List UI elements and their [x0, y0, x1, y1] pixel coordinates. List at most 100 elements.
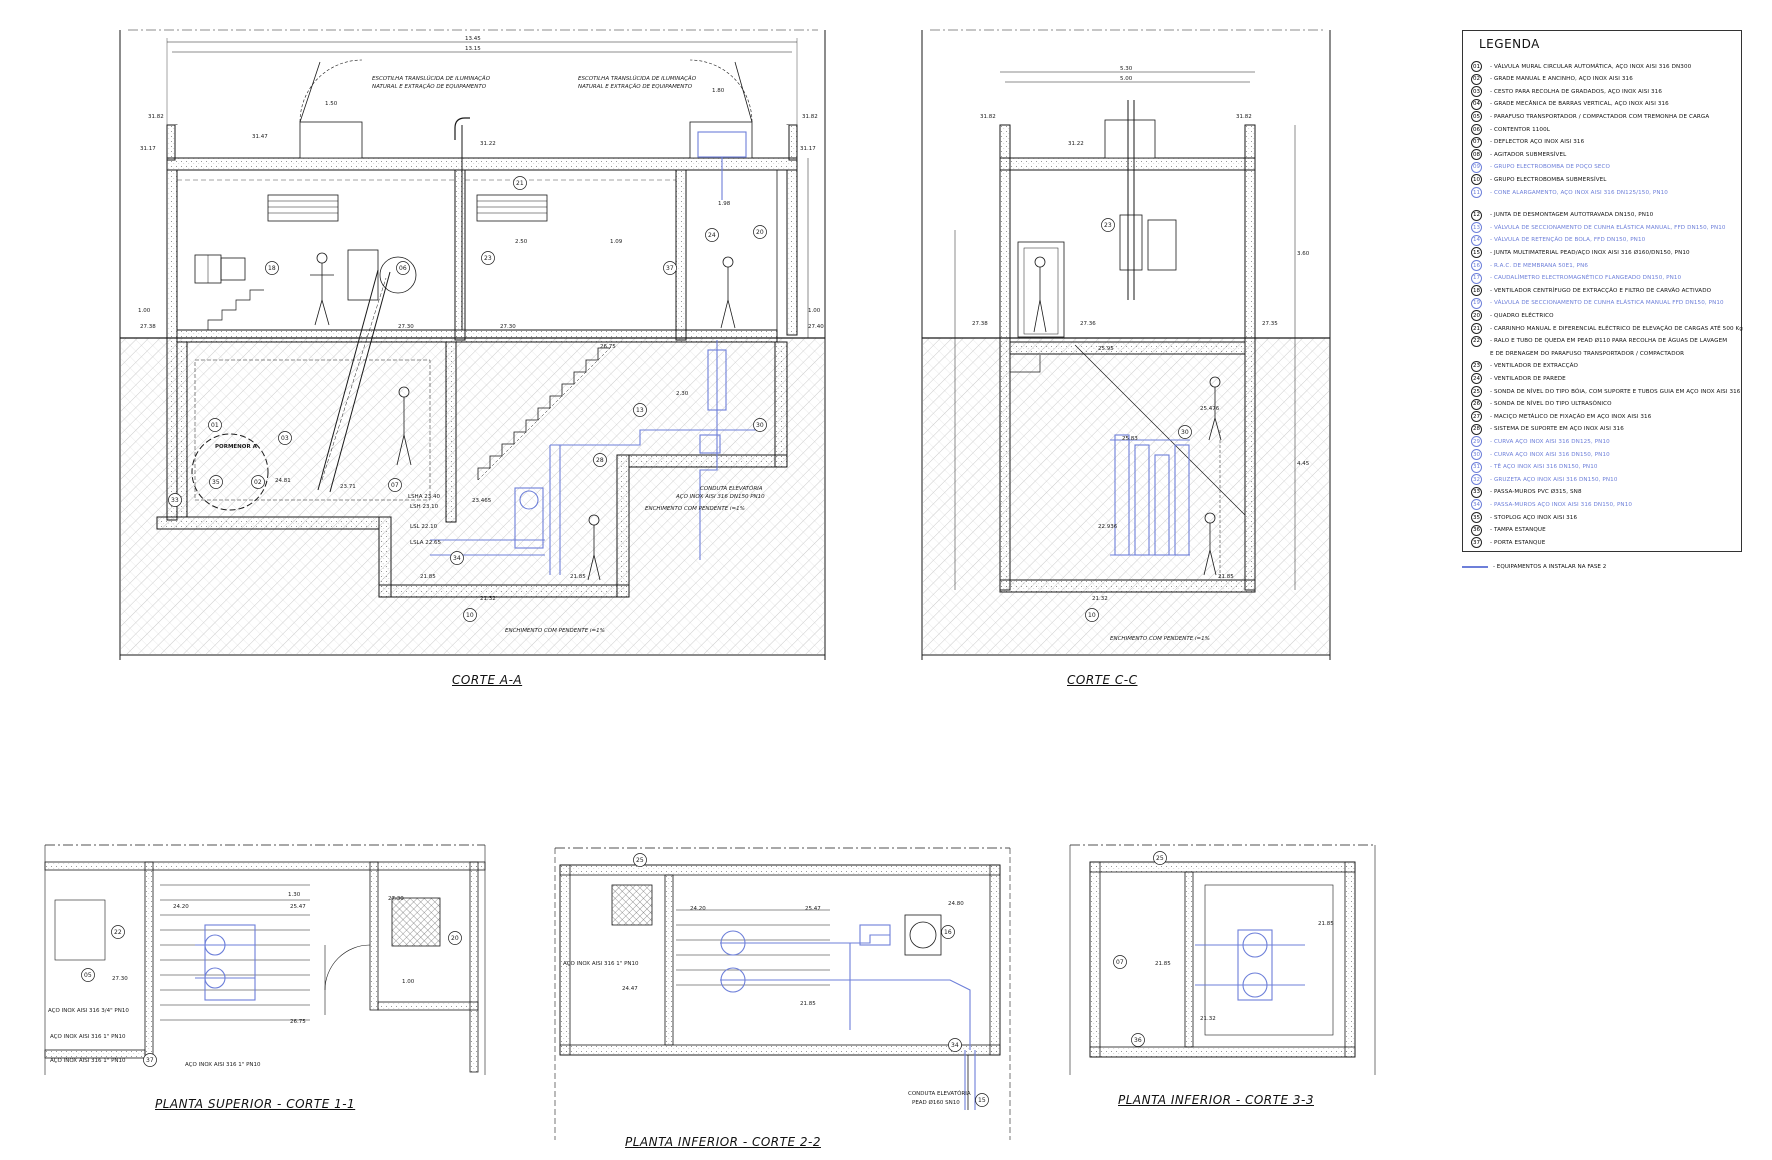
conduta-aa-1: CONDUTA ELEVATÓRIA	[700, 485, 763, 492]
legend-item-number: 30	[1471, 449, 1482, 460]
planta-superior-plan	[44, 844, 486, 1075]
svg-text:07: 07	[1116, 959, 1124, 966]
legend-item-number: 19	[1471, 297, 1482, 309]
svg-text:02: 02	[254, 479, 262, 486]
legend-item-02: 02- GRADE MANUAL E ANCINHO, AÇO INOX AIS…	[1471, 73, 1633, 85]
lvl-3182-a: 31.82	[148, 114, 164, 120]
svg-text:20: 20	[756, 229, 764, 236]
lvl-2371: 23.71	[340, 484, 356, 490]
legend-item-text: - CARRINHO MANUAL E DIFERENCIAL ELÉCTRIC…	[1490, 325, 1743, 332]
legend-item-text: - GRADE MECÂNICA DE BARRAS VERTICAL, AÇO…	[1490, 101, 1669, 108]
legend-item-text: - QUADRO ELÉCTRICO	[1490, 312, 1554, 319]
soil-hatch	[121, 338, 824, 654]
callout-37: 37	[663, 261, 677, 275]
phase2-note-text: - EQUIPAMENTOS A INSTALAR NA FASE 2	[1493, 564, 1607, 570]
enchimento-cc: ENCHIMENTO COM PENDENTE i=1%	[1110, 636, 1210, 642]
svg-text:23: 23	[484, 255, 492, 262]
lvl-2292: 22.936	[1098, 524, 1118, 530]
legend-item-number: 07	[1471, 136, 1482, 148]
planta-inferior-22-phase2	[720, 924, 976, 1110]
legend-item-text: - SONDA DE NÍVEL DO TIPO ULTRASÓNICO	[1490, 401, 1612, 408]
conduta-aa-2: AÇO INOX AISI 316 DN150 PN10	[675, 494, 765, 500]
aco-inox-34: AÇO INOX AISI 316 3/4" PN10	[48, 1008, 129, 1014]
legend-item-number: 09	[1471, 161, 1482, 173]
legend-item-16: 16- R.A.C. DE MEMBRANA 50E1, PN6	[1471, 260, 1588, 271]
lvl-2457-a: 25.47	[290, 904, 306, 910]
legend-item-number: 26	[1471, 398, 1482, 410]
enchimento-aa-1: ENCHIMENTO COM PENDENTE i=1%	[645, 506, 745, 512]
lvl-2675: 26.75	[600, 344, 616, 350]
legend-item-number: 04	[1471, 98, 1482, 110]
legend-item-number: 34	[1471, 499, 1482, 511]
legend-item-text: - CONE ALARGAMENTO, AÇO INOX AISI 316 DN…	[1490, 189, 1668, 196]
legend-item-35: 35- STOPLOG AÇO INOX AISI 316	[1471, 512, 1577, 523]
legend-item-text: - VENTILADOR DE EXTRACÇÃO	[1490, 363, 1578, 370]
lvl-2730-c: 27.30	[388, 896, 404, 902]
svg-text:13: 13	[636, 407, 644, 414]
callout-13-aa: 13	[633, 403, 647, 417]
legend-item-text: - PORTA ESTANQUE	[1490, 539, 1546, 546]
lsh-label: LSH 23.10	[410, 504, 439, 510]
callout-06: 06	[396, 261, 410, 275]
legend-box: LEGENDA 01- VÁLVULA MURAL CIRCULAR AUTOM…	[1462, 30, 1743, 552]
legend-item-text: - AGITADOR SUBMERSÍVEL	[1490, 151, 1567, 158]
legend-item-text: - GRUPO ELECTROBOMBA DE POÇO SECO	[1490, 164, 1611, 171]
legend-item-number: 28	[1471, 423, 1482, 435]
escotilha-note-3: ESCOTILHA TRANSLÚCIDA DE ILUMINAÇÃO	[578, 75, 697, 82]
lvl-2595: 25.95	[1098, 346, 1114, 352]
conduta-pead-2: PEAD Ø160 SN10	[912, 1099, 960, 1106]
lvl-2132-b: 21.32	[1092, 596, 1108, 602]
lvl-2738-a: 27.38	[140, 324, 156, 330]
lvl-3147: 31.47	[252, 134, 268, 140]
legend-item-11: 11- CONE ALARGAMENTO, AÇO INOX AISI 316 …	[1471, 187, 1668, 198]
figure-5	[1033, 256, 1047, 333]
svg-text:22: 22	[114, 929, 122, 936]
title-corte-cc: CORTE C-C	[1067, 673, 1138, 687]
legend-item-26: 26 - SONDA DE NÍVEL DO TIPO ULTRASÓNICO	[1471, 398, 1612, 410]
legend-item-31: 31- TÊ AÇO INOX AISI 316 DN150, PN10	[1471, 461, 1598, 473]
svg-text:37: 37	[666, 265, 674, 272]
callout-37-ps: 37	[143, 1053, 157, 1067]
legend-item-27: 27- MACIÇO METÁLICO DE FIXAÇÃO EM AÇO IN…	[1471, 411, 1651, 423]
aco-inox-1-a: AÇO INOX AISI 316 1" PN10	[50, 1034, 126, 1040]
legend-item-22-cont: E DE DRENAGEM DO PARAFUSO TRANSPORTADOR …	[1490, 348, 1684, 359]
lvl-2730-d: 27.30	[112, 976, 128, 982]
dim-cc-inner: 5.00	[1120, 76, 1133, 82]
svg-text:10: 10	[1088, 612, 1096, 619]
callout-23: 23	[481, 251, 495, 265]
legend-item-25: 25- SONDA DE NÍVEL DO TIPO BÓIA, COM SUP…	[1471, 386, 1740, 397]
lvl-3117-b: 31.17	[800, 146, 816, 152]
lvl-2185-a: 21.85	[420, 574, 436, 580]
legend-item-14: 14- VÁLVULA DE RETENÇÃO DE BOLA, FFD DN1…	[1471, 234, 1646, 246]
svg-text:25: 25	[636, 857, 644, 864]
title-planta-inferior-22: PLANTA INFERIOR - CORTE 2-2	[625, 1135, 821, 1149]
escotilha-note-2: NATURAL E EXTRAÇÃO DE EQUIPAMENTO	[372, 83, 487, 90]
dim-inner: 13.15	[465, 46, 481, 52]
dim-250: 2.50	[515, 239, 528, 245]
callout-25-33: 25	[1153, 851, 1167, 865]
lvl-2420-b: 24.20	[690, 906, 706, 912]
svg-text:18: 18	[268, 265, 276, 272]
callout-36-33: 36	[1131, 1033, 1145, 1047]
lvl-2736: 27.36	[1080, 321, 1096, 327]
dim-100: 1.00	[402, 979, 415, 985]
svg-text:28: 28	[596, 457, 604, 464]
svg-text:23: 23	[1104, 222, 1112, 229]
lvl-2185-e: 21.85	[1318, 921, 1334, 927]
legend-item-text: - GRUZETA AÇO INOX AISI 316 DN150, PN10	[1490, 476, 1618, 483]
callout-30-aa: 30	[753, 418, 767, 432]
legend-item-text: - TAMPA ESTANQUE	[1490, 527, 1546, 534]
lvl-2365: 23.465	[472, 498, 492, 504]
annotations: ESCOTILHA TRANSLÚCIDA DE ILUMINAÇÃO NATU…	[48, 36, 1334, 1106]
callout-20: 20	[753, 225, 767, 239]
svg-text:20: 20	[451, 935, 459, 942]
legend-item-text: - STOPLOG AÇO INOX AISI 316	[1490, 514, 1578, 521]
callout-10-cc: 10	[1085, 608, 1099, 622]
legend-item-33: 33- PASSA-MUROS PVC Ø315, SN8	[1471, 486, 1582, 498]
lsl-label: LSL 22.10	[410, 524, 438, 530]
callout-05-ps: 05	[81, 968, 95, 982]
lvl-2738-b: 27.38	[972, 321, 988, 327]
legend-item-text: - VÁLVULA DE RETENÇÃO DE BOLA, FFD DN150…	[1490, 237, 1646, 244]
legend-item-number: 24	[1471, 373, 1482, 385]
legend-item-21: 21- CARRINHO MANUAL E DIFERENCIAL ELÉCTR…	[1471, 323, 1743, 334]
